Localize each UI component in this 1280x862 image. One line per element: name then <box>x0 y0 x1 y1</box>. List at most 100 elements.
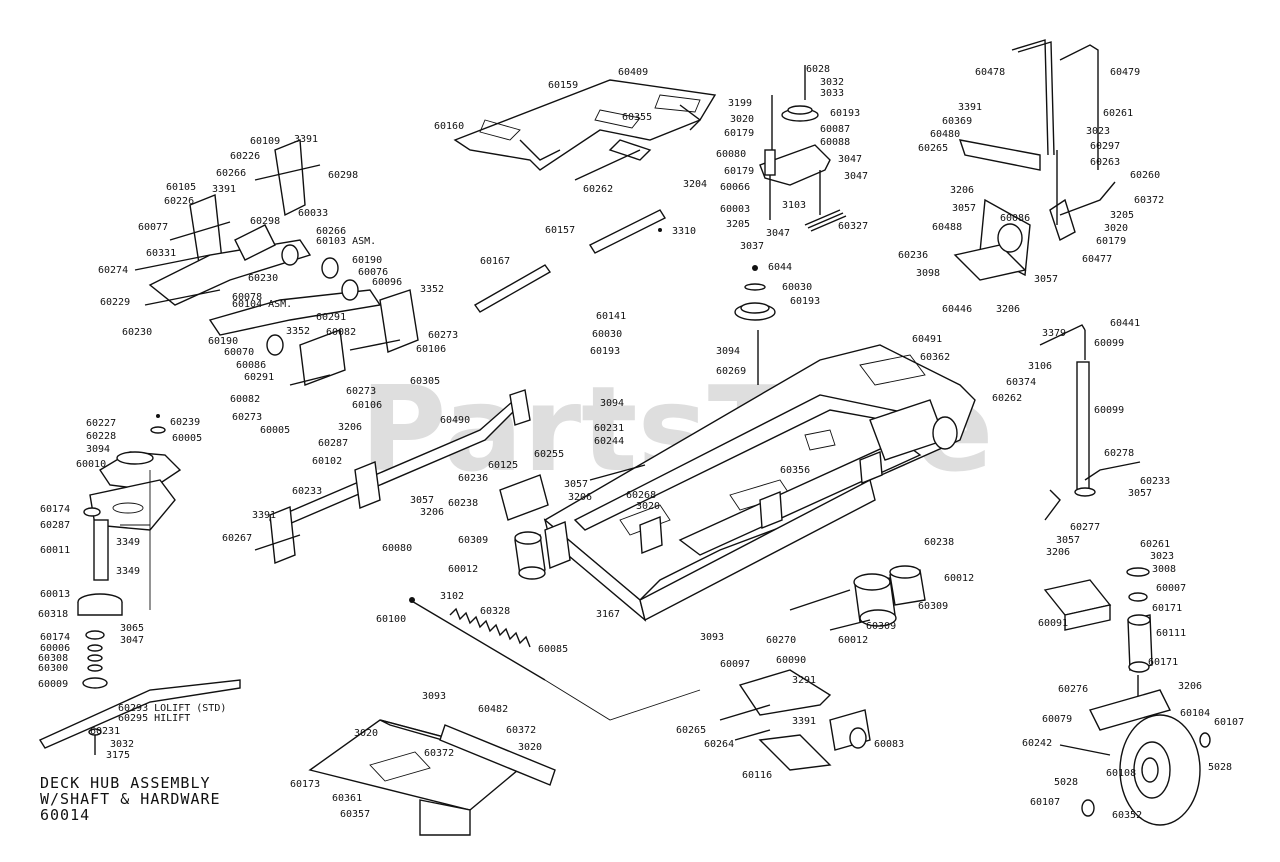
callout-label: 3349 <box>116 566 140 577</box>
front-lift-bar <box>254 389 549 564</box>
callout-label: 60446 <box>942 304 972 315</box>
callout-label: 60167 <box>480 256 510 267</box>
callout-label: 60104 <box>1180 708 1210 719</box>
callout-label: 60491 <box>912 334 942 345</box>
callout-label: 60309 <box>458 535 488 546</box>
callout-label: 60298 <box>250 216 280 227</box>
main-pulley <box>734 265 776 385</box>
callout-label: 60477 <box>1082 254 1112 265</box>
callout-label: 60355 <box>622 112 652 123</box>
mower-deck-shell <box>543 344 976 622</box>
callout-label: 60109 <box>250 136 280 147</box>
callout-label: 3020 <box>1104 223 1128 234</box>
callout-label: 60261 <box>1140 539 1170 550</box>
callout-label: 60327 <box>838 221 868 232</box>
callout-label: 3020 <box>518 742 542 753</box>
callout-label: 3057 <box>564 479 588 490</box>
callout-label: 60097 <box>720 659 750 670</box>
callout-label: 60030 <box>782 282 812 293</box>
callout-label: 60238 <box>924 537 954 548</box>
lift-arm-assembly <box>134 138 419 386</box>
callout-label: 60262 <box>583 184 613 195</box>
callout-label: 60080 <box>716 149 746 160</box>
callout-label: 3206 <box>996 304 1020 315</box>
idler-bracket <box>719 669 871 771</box>
callout-label: 60300 <box>38 663 68 674</box>
callout-label: 60086 <box>1000 213 1030 224</box>
callout-label: 60277 <box>1070 522 1100 533</box>
callout-label: 60361 <box>332 793 362 804</box>
callout-label: 60297 <box>1090 141 1120 152</box>
callout-label: 60242 <box>1022 738 1052 749</box>
callout-label: 60012 <box>838 635 868 646</box>
callout-label: 3057 <box>1056 535 1080 546</box>
belt-cover-plate <box>308 719 556 836</box>
callout-label: 60179 <box>724 128 754 139</box>
callout-label: 60077 <box>138 222 168 233</box>
callout-label: 3310 <box>672 226 696 237</box>
callout-label: 60261 <box>1103 108 1133 119</box>
callout-label: 3175 <box>106 750 130 761</box>
callout-label: 60305 <box>410 376 440 387</box>
callout-label: 60295 HILIFT <box>118 713 190 724</box>
callout-label: 3023 <box>1150 551 1174 562</box>
callout-label: 3391 <box>958 102 982 113</box>
callout-label: 60287 <box>40 520 70 531</box>
callout-label: 60233 <box>1140 476 1170 487</box>
callout-label: 60030 <box>592 329 622 340</box>
callout-label: 3206 <box>568 492 592 503</box>
callout-label: 60159 <box>548 80 578 91</box>
caption-part-number: 60014 <box>40 806 90 824</box>
side-rail <box>473 264 552 313</box>
callout-label: 3057 <box>1128 488 1152 499</box>
callout-label: 60104 ASM. <box>232 299 292 310</box>
caption-line-2: W/SHAFT & HARDWARE <box>40 790 221 808</box>
callout-label: 3206 <box>1046 547 1070 558</box>
callout-label: 60012 <box>448 564 478 575</box>
callout-label: 60291 <box>316 312 346 323</box>
callout-label: 60273 <box>232 412 262 423</box>
callout-label: 6028 <box>806 64 830 75</box>
callout-label: 60236 <box>898 250 928 261</box>
callout-label: 60239 <box>170 417 200 428</box>
callout-label: 6044 <box>768 262 792 273</box>
callout-label: 60012 <box>944 573 974 584</box>
callout-label: 60005 <box>260 425 290 436</box>
callout-label: 3020 <box>636 501 660 512</box>
callout-label: 3008 <box>1152 564 1176 575</box>
callout-label: 60231 <box>594 423 624 434</box>
callout-label: 60096 <box>372 277 402 288</box>
callout-label: 3093 <box>700 632 724 643</box>
callout-label: 60088 <box>820 137 850 148</box>
callout-label: 60266 <box>216 168 246 179</box>
deck-lift-rod <box>1039 324 1141 521</box>
callout-label: 60273 <box>428 330 458 341</box>
callout-label: 3057 <box>410 495 434 506</box>
callout-label: 60078 <box>232 292 262 303</box>
callout-label: 60174 <box>40 632 70 643</box>
callout-label: 5028 <box>1208 762 1232 773</box>
callout-label: 60331 <box>146 248 176 259</box>
callout-label: 3020 <box>730 114 754 125</box>
callout-label: 3037 <box>740 241 764 252</box>
callout-label: 3098 <box>916 268 940 279</box>
callout-label: 60179 <box>1096 236 1126 247</box>
callout-label: 60267 <box>222 533 252 544</box>
callout-label: 60160 <box>434 121 464 132</box>
callout-label: 60087 <box>820 124 850 135</box>
callout-label: 3047 <box>838 154 862 165</box>
callout-label: 60082 <box>326 327 356 338</box>
callout-label: 60352 <box>1112 810 1142 821</box>
callout-label: 60193 <box>590 346 620 357</box>
callout-label: 3047 <box>120 635 144 646</box>
callout-label: 3094 <box>716 346 740 357</box>
callout-label: 60107 <box>1030 797 1060 808</box>
callout-label: 60278 <box>1104 448 1134 459</box>
callout-label: 60125 <box>488 460 518 471</box>
callout-label: 5028 <box>1054 777 1078 788</box>
callout-label: 60080 <box>382 543 412 554</box>
callout-label: 60230 <box>122 327 152 338</box>
callout-label: 60236 <box>458 473 488 484</box>
callout-label: 60309 <box>918 601 948 612</box>
callout-label: 60309 <box>866 621 896 632</box>
